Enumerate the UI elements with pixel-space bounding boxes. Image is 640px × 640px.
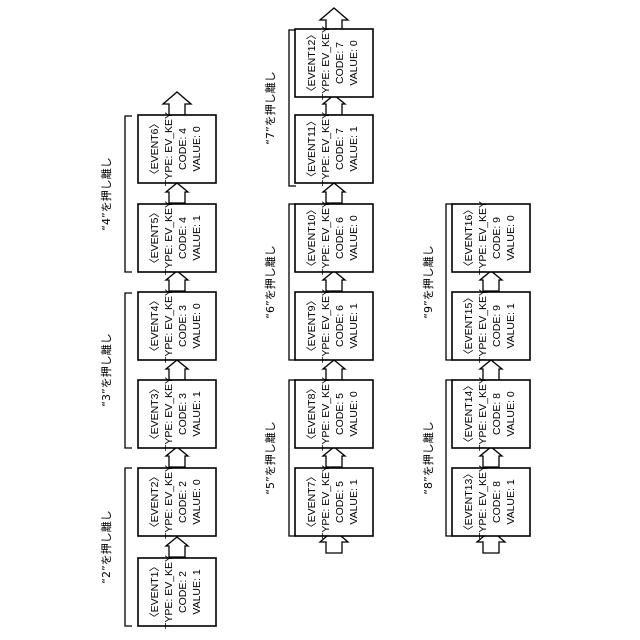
event-code: CODE: 8 xyxy=(491,393,503,435)
event-column-3: 〈EVENT13〉 TYPE: EV_KEY CODE: 8 VALUE: 1 … xyxy=(421,201,530,553)
event-value: VALUE: 1 xyxy=(191,391,203,436)
event-code: CODE: 3 xyxy=(177,393,189,435)
event-value: VALUE: 1 xyxy=(505,479,517,524)
key-label-6: “6”を押し離し xyxy=(263,245,277,318)
event-box-9: 〈EVENT9〉 TYPE: EV_KEY CODE: 6 VALUE: 1 xyxy=(295,289,373,363)
event-name: 〈EVENT1〉 xyxy=(149,561,161,623)
event-name: 〈EVENT8〉 xyxy=(306,383,318,445)
event-type: TYPE: EV_KEY xyxy=(163,201,175,275)
key-label-8: “8”を押し離し xyxy=(421,421,435,494)
event-code: CODE: 7 xyxy=(334,128,346,170)
event-value: VALUE: 1 xyxy=(505,303,517,348)
event-type: TYPE: EV_KEY xyxy=(163,112,175,186)
event-type: TYPE: EV_KEY xyxy=(477,465,489,539)
event-type: TYPE: EV_KEY xyxy=(320,112,332,186)
event-name: 〈EVENT12〉 xyxy=(306,29,318,97)
event-type: TYPE: EV_KEY xyxy=(320,201,332,275)
event-code: CODE: 2 xyxy=(177,481,189,523)
event-name: 〈EVENT13〉 xyxy=(463,468,475,536)
event-type: TYPE: EV_KEY xyxy=(163,555,175,629)
event-type: TYPE: EV_KEY xyxy=(320,377,332,451)
event-code: CODE: 5 xyxy=(334,393,346,435)
output-arrow-icon xyxy=(163,92,191,115)
event-code: CODE: 5 xyxy=(334,481,346,523)
event-type: TYPE: EV_KEY xyxy=(163,289,175,363)
event-value: VALUE: 0 xyxy=(505,391,517,436)
event-value: VALUE: 1 xyxy=(191,569,203,614)
event-box-3: 〈EVENT3〉 TYPE: EV_KEY CODE: 3 VALUE: 1 xyxy=(138,377,216,451)
event-code: CODE: 2 xyxy=(177,571,189,613)
event-code: CODE: 4 xyxy=(177,217,189,259)
event-box-2: 〈EVENT2〉 TYPE: EV_KEY CODE: 2 VALUE: 0 xyxy=(138,465,216,539)
group-bracket xyxy=(125,293,132,448)
group-bracket xyxy=(125,468,132,626)
event-type: TYPE: EV_KEY xyxy=(477,201,489,275)
group-bracket xyxy=(125,116,132,272)
event-value: VALUE: 0 xyxy=(191,479,203,524)
event-name: 〈EVENT15〉 xyxy=(463,292,475,360)
event-value: VALUE: 0 xyxy=(348,215,360,260)
event-box-5: 〈EVENT5〉 TYPE: EV_KEY CODE: 4 VALUE: 1 xyxy=(138,201,216,275)
event-box-4: 〈EVENT4〉 TYPE: EV_KEY CODE: 3 VALUE: 0 xyxy=(138,289,216,363)
key-label-3: “3”を押し離し xyxy=(99,333,113,406)
event-name: 〈EVENT11〉 xyxy=(306,116,318,183)
event-box-15: 〈EVENT15〉 TYPE: EV_KEY CODE: 9 VALUE: 1 xyxy=(452,289,530,363)
event-box-8: 〈EVENT8〉 TYPE: EV_KEY CODE: 5 VALUE: 0 xyxy=(295,377,373,451)
event-name: 〈EVENT4〉 xyxy=(149,295,161,357)
event-code: CODE: 9 xyxy=(491,305,503,347)
event-name: 〈EVENT3〉 xyxy=(149,383,161,445)
event-name: 〈EVENT2〉 xyxy=(149,471,161,533)
event-name: 〈EVENT14〉 xyxy=(463,380,475,448)
event-code: CODE: 9 xyxy=(491,217,503,259)
event-code: CODE: 4 xyxy=(177,128,189,170)
event-name: 〈EVENT10〉 xyxy=(306,204,318,272)
event-box-14: 〈EVENT14〉 TYPE: EV_KEY CODE: 8 VALUE: 0 xyxy=(452,377,530,451)
event-value: VALUE: 0 xyxy=(191,303,203,348)
event-code: CODE: 7 xyxy=(334,42,346,84)
event-code: CODE: 3 xyxy=(177,305,189,347)
event-box-6: 〈EVENT6〉 TYPE: EV_KEY CODE: 4 VALUE: 0 xyxy=(138,112,216,186)
key-label-2: “2”を押し離し xyxy=(99,510,113,583)
event-type: TYPE: EV_KEY xyxy=(320,26,332,100)
event-value: VALUE: 0 xyxy=(191,126,203,171)
event-box-7: 〈EVENT7〉 TYPE: EV_KEY CODE: 5 VALUE: 1 xyxy=(295,465,373,539)
event-value: VALUE: 1 xyxy=(348,126,360,171)
key-label-5: “5”を押し離し xyxy=(263,421,277,494)
key-label-7: “7”を押し離し xyxy=(263,71,277,144)
event-value: VALUE: 0 xyxy=(348,391,360,436)
event-type: TYPE: EV_KEY xyxy=(320,289,332,363)
event-code: CODE: 6 xyxy=(334,305,346,347)
event-code: CODE: 6 xyxy=(334,217,346,259)
event-value: VALUE: 0 xyxy=(505,215,517,260)
event-box-12: 〈EVENT12〉 TYPE: EV_KEY CODE: 7 VALUE: 0 xyxy=(295,26,373,100)
event-code: CODE: 8 xyxy=(491,481,503,523)
event-box-16: 〈EVENT16〉 TYPE: EV_KEY CODE: 9 VALUE: 0 xyxy=(452,201,530,275)
event-type: TYPE: EV_KEY xyxy=(477,289,489,363)
event-value: VALUE: 0 xyxy=(348,40,360,85)
event-column-2: 〈EVENT7〉 TYPE: EV_KEY CODE: 5 VALUE: 1 〈… xyxy=(263,8,373,553)
event-name: 〈EVENT7〉 xyxy=(306,471,318,533)
output-arrow-icon xyxy=(320,8,348,29)
event-box-11: 〈EVENT11〉 TYPE: EV_KEY CODE: 7 VALUE: 1 xyxy=(295,112,373,186)
key-label-4: “4”を押し離し xyxy=(99,157,113,230)
key-label-9: “9”を押し離し xyxy=(421,245,435,318)
event-box-13: 〈EVENT13〉 TYPE: EV_KEY CODE: 8 VALUE: 1 xyxy=(452,465,530,539)
event-name: 〈EVENT16〉 xyxy=(463,204,475,272)
event-value: VALUE: 1 xyxy=(191,215,203,260)
event-name: 〈EVENT6〉 xyxy=(149,118,161,180)
event-value: VALUE: 1 xyxy=(348,479,360,524)
event-box-1: 〈EVENT1〉 TYPE: EV_KEY CODE: 2 VALUE: 1 xyxy=(138,555,216,629)
event-type: TYPE: EV_KEY xyxy=(320,465,332,539)
event-name: 〈EVENT5〉 xyxy=(149,207,161,269)
event-value: VALUE: 1 xyxy=(348,303,360,348)
event-box-10: 〈EVENT10〉 TYPE: EV_KEY CODE: 6 VALUE: 0 xyxy=(295,201,373,275)
event-column-1: 〈EVENT1〉 TYPE: EV_KEY CODE: 2 VALUE: 1 〈… xyxy=(99,92,216,629)
event-name: 〈EVENT9〉 xyxy=(306,295,318,357)
event-type: TYPE: EV_KEY xyxy=(477,377,489,451)
event-type: TYPE: EV_KEY xyxy=(163,465,175,539)
event-type: TYPE: EV_KEY xyxy=(163,377,175,451)
